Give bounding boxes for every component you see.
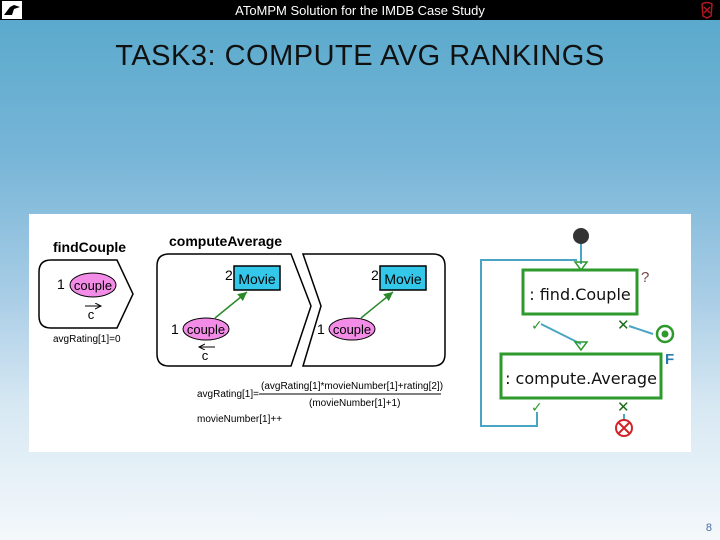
flow-loop-back (480, 259, 577, 427)
lhs-link (214, 291, 248, 319)
compute-average-fail-x: ✕ (617, 398, 630, 416)
lhs-movie-node[interactable] (233, 265, 281, 291)
find-couple-success-check: ✓ (531, 318, 543, 334)
find-couple-node-index: 1 (57, 276, 65, 292)
find-couple-title: findCouple (53, 239, 126, 255)
diagram-panel: findCouple 1 couple c avgRating[1]=0 com… (29, 214, 691, 452)
find-couple-step[interactable] (521, 268, 639, 316)
end-fail-node[interactable] (615, 419, 633, 437)
formula-numerator: (avgRating[1]*movieNumber[1]+rating[2]) (261, 381, 443, 392)
slide-title: TASK3: COMPUTE AVG RANKINGS (115, 40, 605, 72)
flow-find-fail (628, 325, 654, 335)
rhs-couple-label: couple (333, 322, 371, 337)
compute-average-title: computeAverage (169, 233, 282, 249)
compute-average-step[interactable] (499, 352, 663, 400)
lhs-var-label: c (202, 348, 209, 363)
header-title: AToMPM Solution for the IMDB Case Study (235, 3, 485, 18)
lhs-movie-index: 2 (225, 267, 233, 283)
university-crest-icon (698, 1, 716, 24)
lhs-couple-node[interactable] (182, 317, 230, 341)
end-success-inner (661, 330, 669, 338)
find-couple-node-label: couple (74, 278, 112, 293)
compute-average-rhs-frame (301, 253, 446, 367)
find-couple-node[interactable] (69, 272, 117, 298)
fail-label: F (665, 351, 674, 368)
find-couple-question-mark: ? (641, 269, 649, 286)
header-bar: AToMPM Solution for the IMDB Case Study (0, 0, 720, 20)
rhs-movie-label: Movie (384, 271, 422, 287)
find-couple-step-label: : find.Couple (529, 285, 630, 304)
find-couple-fail-x: ✕ (617, 316, 630, 334)
flow-arrowhead-compute (573, 341, 589, 352)
rhs-movie-node[interactable] (379, 265, 427, 291)
flow-find-to-compute (540, 323, 582, 345)
end-fail-cross (618, 422, 630, 434)
formula-denominator: (movieNumber[1]+1) (309, 398, 400, 409)
bird-icon (2, 1, 22, 24)
page-number: 8 (705, 522, 712, 534)
rules-diagram: findCouple 1 couple c avgRating[1]=0 com… (38, 228, 675, 437)
rhs-couple-index: 1 (317, 321, 325, 337)
compute-average-success-check: ✓ (531, 400, 543, 416)
find-couple-var-label: c (88, 307, 95, 322)
lhs-couple-index: 1 (171, 321, 179, 337)
end-success-node[interactable] (655, 324, 675, 344)
compute-average-lhs-frame (156, 253, 312, 367)
lhs-couple-label: couple (187, 322, 225, 337)
rhs-link (360, 291, 394, 319)
formula-lhs: avgRating[1]= (197, 389, 259, 400)
flow-arrowhead-find (573, 261, 589, 272)
lhs-movie-label: Movie (238, 271, 276, 287)
compute-average-step-label: : compute.Average (505, 369, 657, 388)
start-node[interactable] (573, 228, 589, 244)
rhs-movie-index: 2 (371, 267, 379, 283)
find-couple-lhs-frame (38, 259, 134, 329)
formula-action2: movieNumber[1]++ (197, 414, 282, 425)
find-couple-action: avgRating[1]=0 (53, 334, 121, 345)
rhs-couple-node[interactable] (328, 317, 376, 341)
